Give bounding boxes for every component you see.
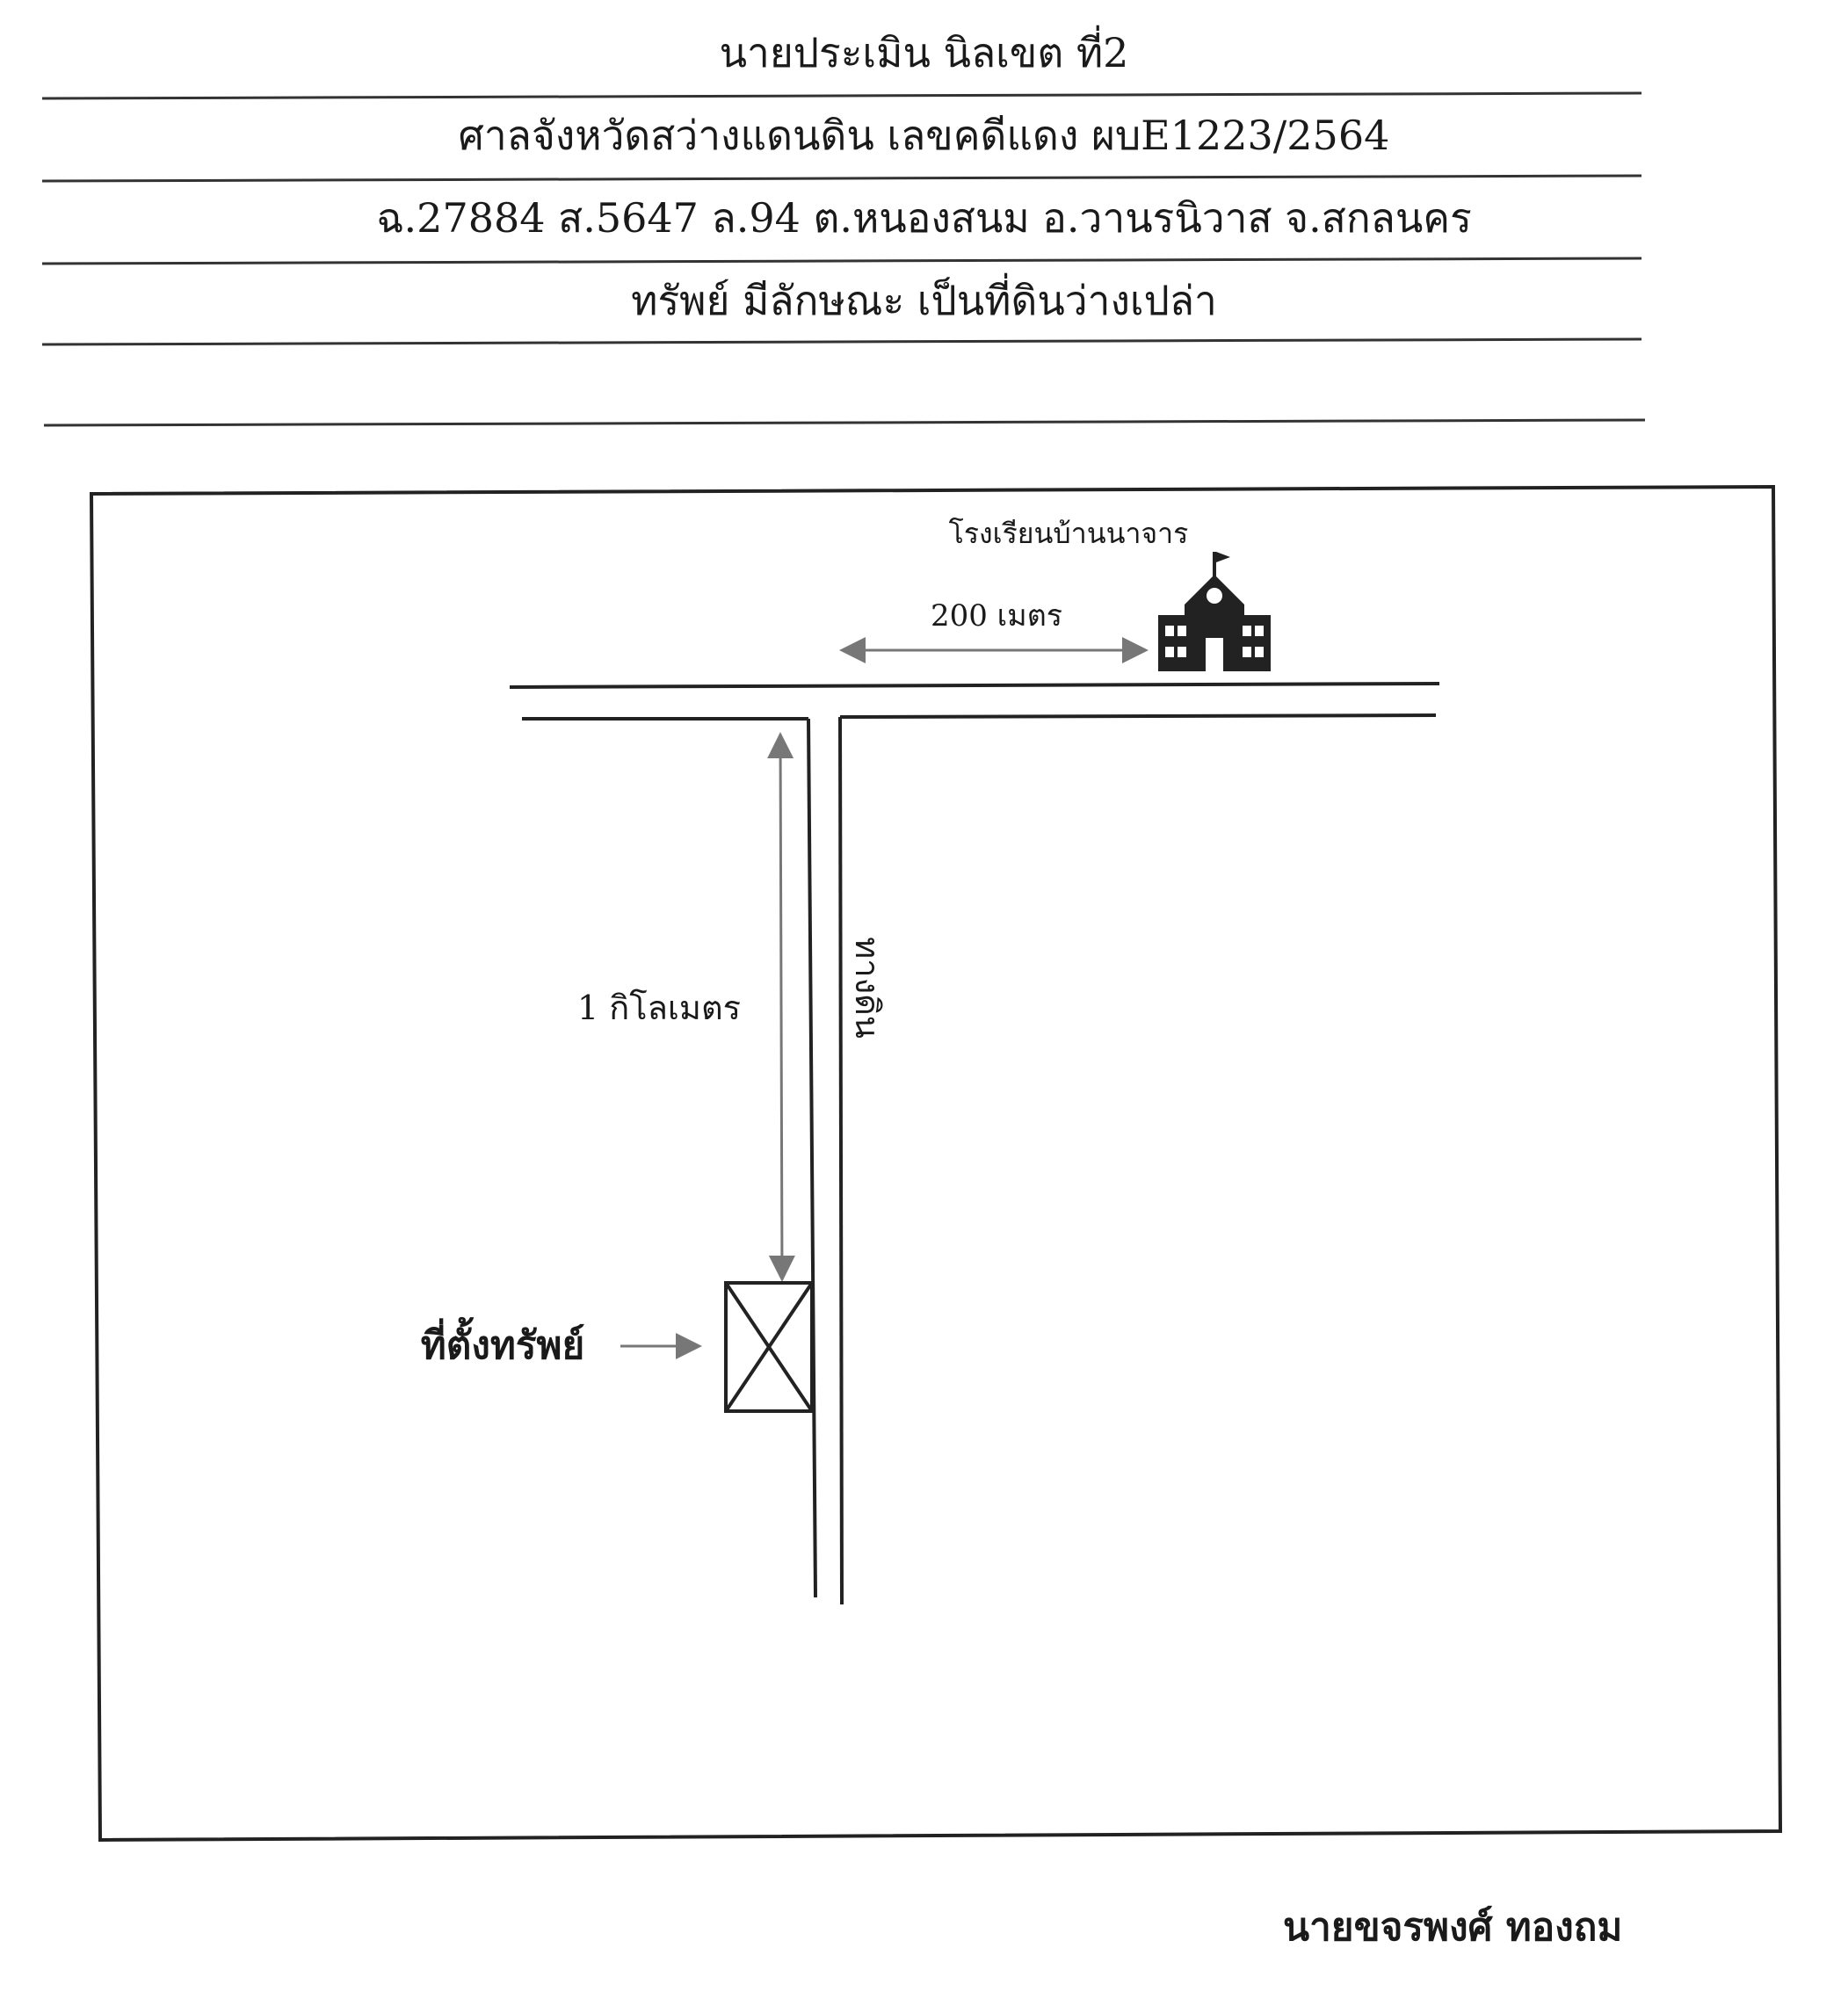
school-distance-label: 200 เมตร	[931, 598, 1062, 634]
road-distance-arrow	[767, 732, 795, 1282]
header-line-3: ฉ.27884 ส.5647 ล.94 ต.หนองสนม อ.วานรนิวา…	[376, 194, 1472, 242]
road-name-label: ทางดิน	[848, 937, 887, 1039]
rule-line	[43, 418, 1646, 427]
rule-line	[41, 257, 1642, 265]
dirt-road	[807, 716, 844, 1605]
header-line-4: ทรัพย์ มีลักษณะ เป็นที่ดินว่างเปล่า	[631, 277, 1217, 324]
rule-line	[41, 337, 1642, 346]
rule-line	[41, 174, 1642, 183]
map-frame	[89, 484, 1783, 1843]
property-marker-icon	[724, 1281, 814, 1413]
road-distance-label: 1 กิโลเมตร	[577, 989, 741, 1027]
school-icon	[1158, 552, 1271, 671]
signature-name: นายขจรพงศ์ ทองถม	[1283, 1905, 1623, 1950]
rule-line	[41, 91, 1642, 100]
header-line-2: ศาลจังหวัดสว่างแดนดิน เลขคดีแดง ผบE1223/…	[458, 112, 1390, 159]
property-label: ที่ตั้งทรัพย์	[421, 1316, 584, 1368]
school-label: โรงเรียนบ้านนาจาร	[949, 517, 1189, 550]
header-line-1: นายประเมิน นิลเขต ที่2	[719, 29, 1129, 76]
header-rules	[41, 91, 1646, 427]
main-road	[509, 682, 1440, 721]
